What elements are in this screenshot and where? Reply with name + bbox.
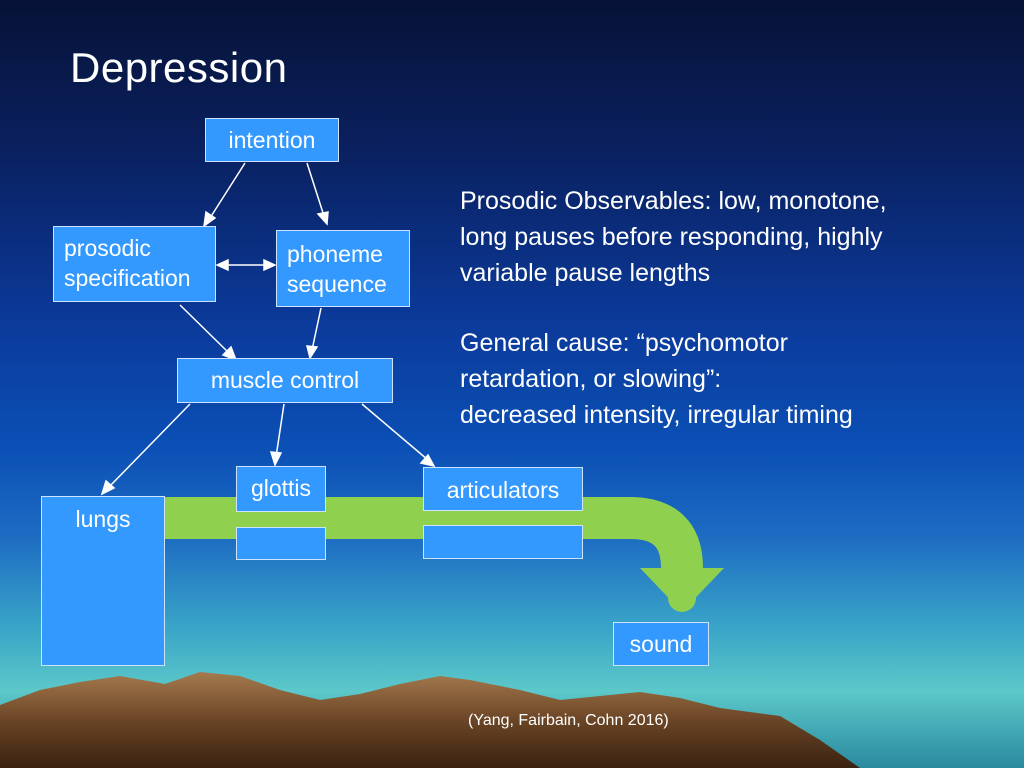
sound-node: sound xyxy=(613,622,709,666)
phoneme-seq-line-1: phoneme xyxy=(287,241,383,267)
airflow-tube xyxy=(164,497,724,612)
diagram-arrows xyxy=(100,162,436,496)
glottis-lower-block xyxy=(236,527,326,560)
page-title: Depression xyxy=(70,44,288,91)
general-cause-line-3: decreased intensity, irregular timing xyxy=(460,401,853,429)
glottis-node: glottis xyxy=(236,466,326,512)
lungs-node: lungs xyxy=(41,496,165,666)
observables-line-2: long pauses before responding, highly xyxy=(460,223,883,251)
mountain-range xyxy=(0,672,860,768)
prosodic-observables-text: Prosodic Observables: low, monotone, lon… xyxy=(460,183,887,291)
general-cause-line-1: General cause: “psychomotor xyxy=(460,329,788,357)
observables-line-3: variable pause lengths xyxy=(460,259,711,287)
observables-line-1: Prosodic Observables: low, monotone, xyxy=(460,187,887,215)
phoneme-seq-line-2: sequence xyxy=(287,271,387,297)
general-cause-line-2: retardation, or slowing”: xyxy=(460,365,722,393)
muscle-control-node: muscle control xyxy=(177,358,393,403)
intention-node: intention xyxy=(205,118,339,162)
lungs-label: lungs xyxy=(75,506,131,532)
muscle-control-label: muscle control xyxy=(210,367,360,393)
articulators-node: articulators xyxy=(423,467,583,511)
prosodic-specification-node: prosodic specification xyxy=(53,226,216,302)
sound-label: sound xyxy=(629,631,693,657)
prosodic-spec-line-1: prosodic xyxy=(64,235,151,261)
citation: (Yang, Fairbain, Cohn 2016) xyxy=(468,712,669,729)
intention-label: intention xyxy=(228,127,316,153)
general-cause-text: General cause: “psychomotor retardation,… xyxy=(460,325,853,433)
articulators-lower-block xyxy=(423,525,583,559)
articulators-label: articulators xyxy=(446,477,560,503)
glottis-label: glottis xyxy=(250,475,312,501)
phoneme-sequence-node: phoneme sequence xyxy=(276,230,410,307)
prosodic-spec-line-2: specification xyxy=(64,265,191,291)
